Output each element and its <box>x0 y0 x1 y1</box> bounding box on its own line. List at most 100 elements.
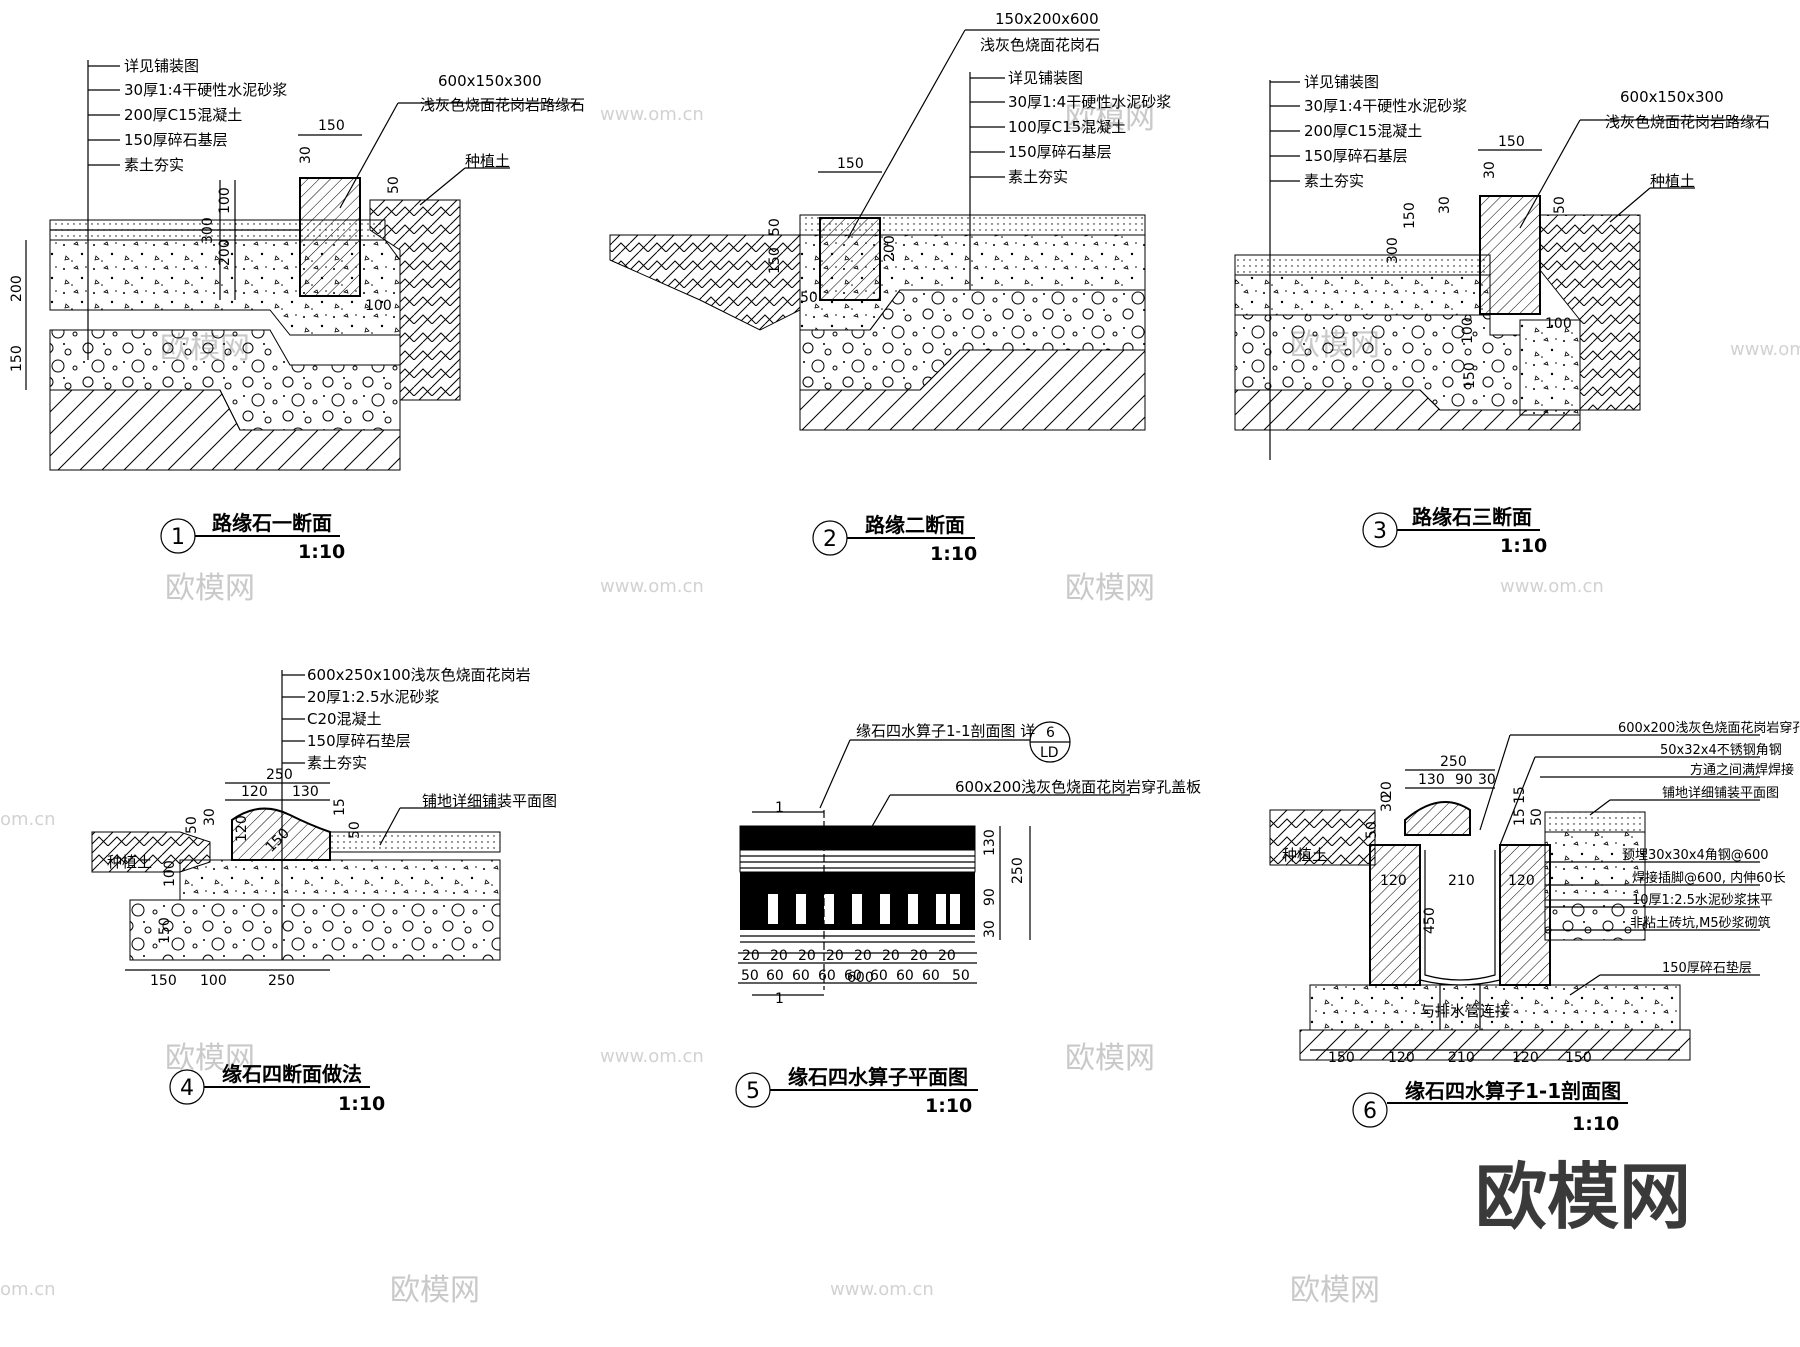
dim-label: 100 <box>365 298 392 314</box>
dim-label: 250 <box>268 973 295 989</box>
dim-label: 150 <box>150 973 177 989</box>
brand-logo-text: 欧模网 <box>1475 1155 1691 1239</box>
layer-label: 详见铺装图 <box>124 57 199 75</box>
detail-title: 路缘二断面 <box>865 513 965 537</box>
soil-label: 种植土 <box>107 853 152 871</box>
stone-spec: 600x150x300 <box>1620 88 1724 106</box>
dim-label: 30 <box>1437 196 1453 214</box>
dim-label: 250 <box>266 767 293 783</box>
dim-label: 30 <box>1478 772 1496 788</box>
section-mark: 1 <box>775 800 784 816</box>
dim-label: 200 <box>9 275 25 302</box>
layer-label: 30厚1:4干硬性水泥砂浆 <box>1304 97 1467 115</box>
dim-label: 100 <box>1545 316 1572 332</box>
watermark-url: www.om.cn <box>600 576 704 597</box>
detail-scale: 1:10 <box>930 543 977 565</box>
detail-number: 4 <box>180 1076 194 1101</box>
dim-label: 20 <box>882 948 900 964</box>
dim-label: 210 <box>1448 1050 1475 1066</box>
spec-note: 50x32x4不锈钢角钢 <box>1660 743 1782 758</box>
dim-label: 90 <box>982 888 998 906</box>
dim-label: 20 <box>826 948 844 964</box>
callout-label: 缘石四水算子1-1剖面图 详 <box>856 722 1035 740</box>
dim-label: 300 <box>200 217 216 244</box>
dim-label: 50 <box>1552 196 1568 214</box>
layer-label: 素土夯实 <box>1304 172 1364 190</box>
watermark-brand: 欧模网 <box>1065 1041 1155 1076</box>
detail-number: 5 <box>746 1079 760 1104</box>
dim-label: 120 <box>241 784 268 800</box>
layer-label: 30厚1:4干硬性水泥砂浆 <box>1008 93 1171 111</box>
dim-label: 120 <box>234 815 250 842</box>
detail-6: 与排水管连接 种植土 600x200浅灰色烧面花岗岩穿孔盖板 50x32x4不锈… <box>1269 720 1800 1135</box>
layer-label: 20厚1:2.5水泥砂浆 <box>307 688 440 706</box>
watermark-brand: 欧模网 <box>1065 101 1155 136</box>
dim-label: 210 <box>1448 873 1475 889</box>
detail-number: 6 <box>1363 1099 1377 1124</box>
detail-2: 详见铺装图 30厚1:4干硬性水泥砂浆 100厚C15混凝土 150厚碎石基层 … <box>609 10 1171 565</box>
layer-label: 素土夯实 <box>1008 168 1068 186</box>
dim-label: 20 <box>1379 781 1395 799</box>
dim-label: 100 <box>1460 317 1476 344</box>
watermark-brand: 欧模网 <box>165 571 255 606</box>
watermark-url: www.om.cn <box>600 104 704 125</box>
dim-label: 20 <box>910 948 928 964</box>
dim-label: 20 <box>938 948 956 964</box>
watermark-url: www.om.cn <box>1500 576 1604 597</box>
soil-label: 种植土 <box>1650 172 1695 190</box>
layer-label: 素土夯实 <box>307 754 367 772</box>
dim-label: 60 <box>896 968 914 984</box>
stone-name: 浅灰色烧面花岗岩路缘石 <box>1605 113 1770 131</box>
dim-label: 150 <box>837 156 864 172</box>
watermark-brand: 欧模网 <box>390 1273 480 1308</box>
stone-name: 浅灰色烧面花岗石 <box>980 36 1100 54</box>
dim-label: 50 <box>386 176 402 194</box>
dim-label: 15 <box>1512 808 1528 826</box>
dim-label: 450 <box>1422 907 1438 934</box>
dim-label: 50 <box>1529 808 1545 826</box>
dim-label: 120 <box>1380 873 1407 889</box>
dim-label: 15 <box>1512 786 1528 804</box>
paving-note: 铺地详细铺装平面图 <box>422 792 557 810</box>
plate-label: 600x200浅灰色烧面花岗岩穿孔盖板 <box>955 778 1201 796</box>
dim-label: 50 <box>767 218 783 236</box>
layer-label: 素土夯实 <box>124 156 184 174</box>
spec-note: 方通之间满焊焊接 <box>1690 762 1794 778</box>
dim-label: 30 <box>298 146 314 164</box>
layer-label: 150厚碎石基层 <box>1304 147 1408 165</box>
dim-label: 150 <box>157 917 173 944</box>
dim-label: 150 <box>9 345 25 372</box>
watermark-url: www.om.cn <box>1730 339 1800 360</box>
detail-1: 详见铺装图 30厚1:4干硬性水泥砂浆 200厚C15混凝土 150厚碎石基层 … <box>9 57 585 563</box>
dim-label: 50 <box>347 821 363 839</box>
dim-label: 250 <box>1010 857 1026 884</box>
detail-number: 2 <box>823 527 837 552</box>
watermark-url: om.cn <box>0 809 56 830</box>
note-leaders <box>1479 734 1760 996</box>
detail-scale: 1:10 <box>298 541 345 563</box>
spec-note: 焊接插脚@600, 内伸60长 <box>1632 870 1786 886</box>
dim-label: 60 <box>766 968 784 984</box>
detail-scale: 1:10 <box>338 1093 385 1115</box>
detail-4: 600x250x100浅灰色烧面花岗岩 20厚1:2.5水泥砂浆 C20混凝土 … <box>91 666 557 1115</box>
layer-label: 600x250x100浅灰色烧面花岗岩 <box>307 666 531 684</box>
detail-scale: 1:10 <box>1500 535 1547 557</box>
detail-number: 1 <box>171 525 185 550</box>
dim-label: 20 <box>770 948 788 964</box>
dim-label: 150 <box>1462 362 1478 389</box>
dim-label: 150 <box>1402 202 1418 229</box>
dim-label: 150 <box>318 118 345 134</box>
ref-detail: LD <box>1040 745 1059 761</box>
dim-label: 20 <box>854 948 872 964</box>
layer-label: C20混凝土 <box>307 710 382 728</box>
watermark-brand: 欧模网 <box>165 1041 255 1076</box>
ref-sheet: 6 <box>1046 725 1055 741</box>
watermark-url: www.om.cn <box>600 1046 704 1067</box>
detail-title: 缘石四水算子1-1剖面图 <box>1405 1079 1621 1103</box>
watermark-layer: 欧模网 欧模网 欧模网 欧模网 欧模网 欧模网 欧模网 欧模网 欧模网 www.… <box>0 101 1800 1308</box>
watermark-url: om.cn <box>0 1279 56 1300</box>
layer-label: 150厚碎石基层 <box>1008 143 1112 161</box>
spec-note: 150厚碎石垫层 <box>1662 960 1752 976</box>
layer-label: 150厚碎石垫层 <box>307 732 411 750</box>
dim-label: 130 <box>1418 772 1445 788</box>
